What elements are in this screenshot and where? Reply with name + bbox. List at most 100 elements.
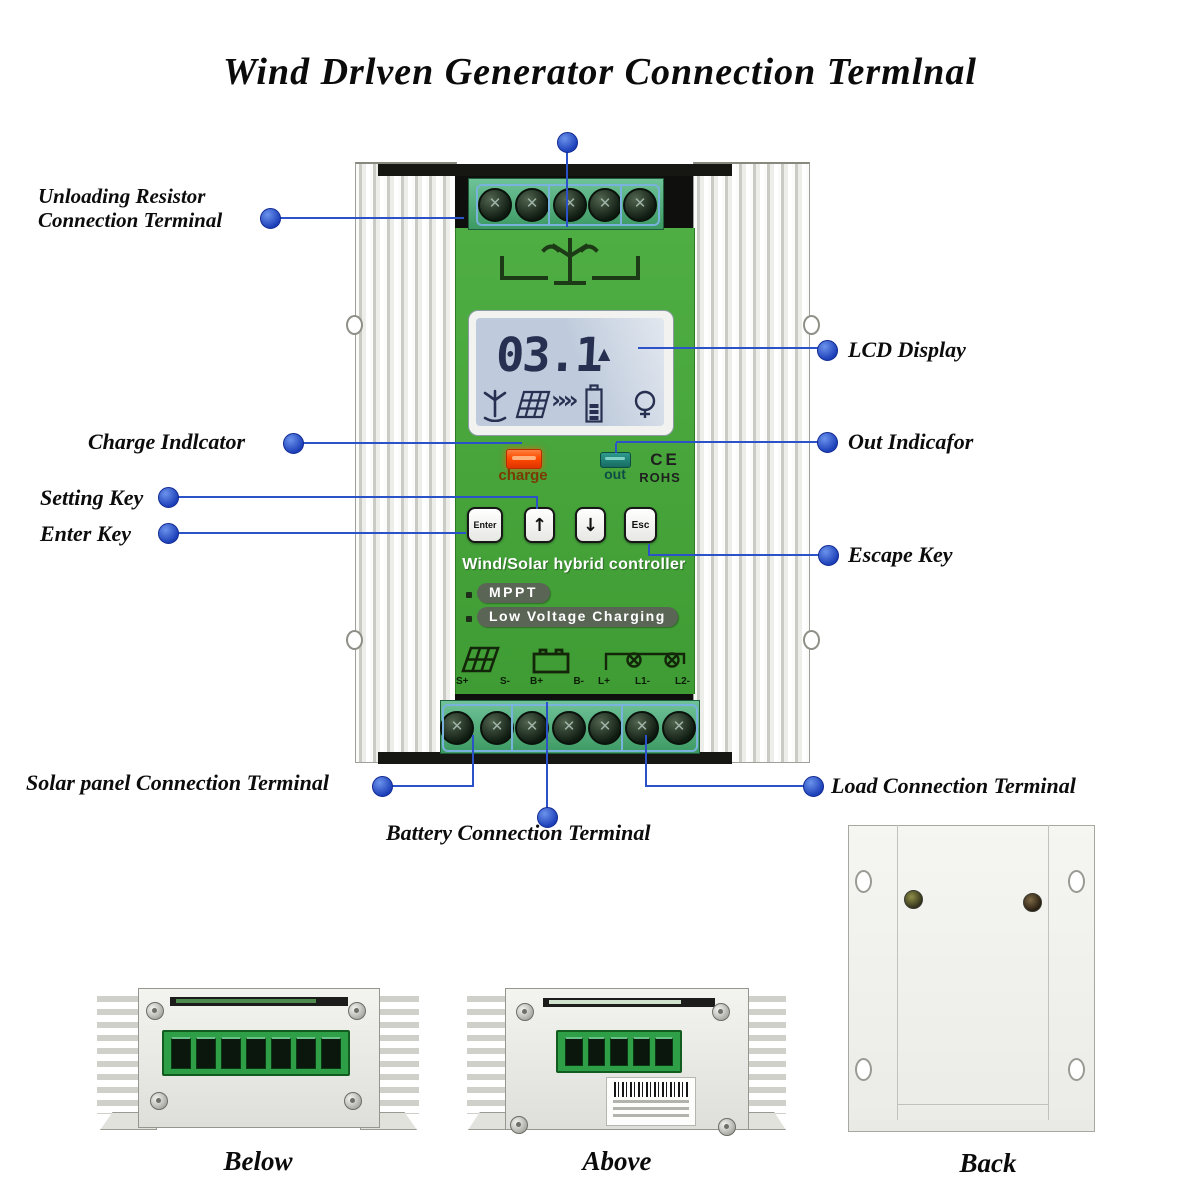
- feature-mppt: MPPT: [477, 583, 550, 603]
- terminal-hole: [246, 1037, 266, 1069]
- wind-turbine-logo-icon: [500, 238, 640, 285]
- solar-io-labels: S+ S-: [456, 676, 510, 687]
- screw-terminal: [553, 188, 587, 222]
- leader-line: [648, 544, 650, 555]
- callout-battery-terminal: Battery Connection Terminal: [386, 820, 651, 845]
- callout-lcd-display: LCD Display: [848, 337, 966, 362]
- case-screw: [718, 1118, 736, 1136]
- terminal-hole: [587, 1037, 606, 1066]
- back-view-plate: [848, 825, 1095, 1122]
- device-top-edge: [378, 164, 732, 176]
- io-label: S+: [456, 676, 469, 687]
- screw-terminal: [515, 188, 549, 222]
- io-label: L+: [598, 676, 610, 687]
- feature-bullet: [466, 616, 472, 622]
- terminal-hole: [171, 1037, 191, 1069]
- load-icon: [604, 652, 686, 670]
- lcd-battery-icon: [585, 384, 603, 423]
- terminal-group-outline: [442, 704, 698, 752]
- leader-line: [616, 441, 819, 443]
- callout-solar-terminal: Solar panel Connection Terminal: [26, 770, 329, 795]
- mount-notch: [346, 315, 363, 335]
- ce-mark: CE: [650, 450, 680, 469]
- leader-line: [638, 347, 819, 349]
- terminal-group-divider: [511, 704, 513, 750]
- barcode-icon: [614, 1082, 688, 1097]
- leader-line: [176, 532, 466, 534]
- terminal-hole: [632, 1037, 651, 1066]
- case-screw: [712, 1003, 730, 1021]
- battery-icon: [532, 648, 570, 674]
- case-screw: [516, 1003, 534, 1021]
- load-io-labels: L+ L1- L2-: [598, 676, 690, 687]
- back-plate-seam: [897, 1104, 1048, 1105]
- lcd-flow-arrows-icon: ››››: [551, 386, 578, 414]
- mount-notch: [803, 315, 820, 335]
- callout-dot-setting: [158, 487, 179, 508]
- up-button: ↑: [524, 507, 555, 543]
- callout-dot-out: [817, 432, 838, 453]
- screw-terminal: [440, 711, 474, 745]
- screw-terminal: [625, 711, 659, 745]
- above-view-terminal-block: [556, 1030, 682, 1073]
- below-view-terminal-block: [162, 1030, 350, 1076]
- back-plate-bottom-band: [848, 1120, 1095, 1132]
- mount-notch: [346, 630, 363, 650]
- leader-line: [615, 443, 617, 453]
- leader-line: [645, 735, 647, 787]
- lcd-solar-icon: [515, 390, 551, 419]
- callout-dot-wind-terminal: [557, 132, 578, 153]
- leader-line: [301, 442, 522, 444]
- leader-line: [566, 151, 568, 227]
- terminal-group-divider: [620, 184, 622, 224]
- above-view-pcb-edge: [549, 1000, 681, 1004]
- back-view-label: Back: [959, 1148, 1017, 1178]
- io-label: L2-: [674, 676, 690, 687]
- case-screw: [150, 1092, 168, 1110]
- below-view-fins-right: [376, 996, 419, 1114]
- charge-led: [506, 449, 542, 469]
- escape-button: Esc: [624, 507, 657, 543]
- back-screw: [1023, 893, 1042, 912]
- product-name: Wind/Solar hybrid controller: [462, 556, 686, 573]
- callout-escape-key: Escape Key: [848, 542, 953, 567]
- screw-terminal: [662, 711, 696, 745]
- case-screw: [146, 1002, 164, 1020]
- solar-panel-icon: [461, 646, 500, 673]
- io-label: B-: [573, 676, 584, 687]
- terminal-group-divider: [548, 184, 550, 224]
- io-label: L1-: [634, 676, 650, 687]
- callout-dot-lcd: [817, 340, 838, 361]
- lcd-cursor-icon: ▲: [598, 344, 611, 363]
- terminal-hole: [655, 1037, 673, 1066]
- io-label: S-: [500, 676, 510, 687]
- callout-setting-key: Setting Key: [40, 485, 144, 510]
- mount-notch: [803, 630, 820, 650]
- leader-line: [648, 554, 820, 556]
- callout-enter-key: Enter Key: [40, 521, 132, 546]
- terminal-group-divider: [621, 704, 623, 750]
- lcd-reading: 03.1: [494, 328, 603, 383]
- leader-line: [390, 785, 474, 787]
- callout-load-terminal: Load Connection Terminal: [831, 773, 1076, 798]
- io-label: B+: [530, 676, 544, 687]
- leader-line: [546, 702, 548, 809]
- callout-charge-indicator: Charge Indlcator: [88, 429, 246, 454]
- battery-io-labels: B+ B-: [530, 676, 584, 687]
- back-plate-seam: [897, 825, 898, 1120]
- screw-terminal: [478, 188, 512, 222]
- screw-terminal: [588, 711, 622, 745]
- sticker-fine-print: [613, 1100, 689, 1120]
- back-plate-seam: [1048, 825, 1049, 1120]
- terminal-hole: [196, 1037, 216, 1069]
- down-button: ↓: [575, 507, 606, 543]
- leader-line: [176, 496, 538, 498]
- enter-button: Enter: [467, 507, 503, 543]
- below-view-label: Below: [223, 1146, 293, 1176]
- terminal-hole: [221, 1037, 241, 1069]
- mounting-hole: [1068, 870, 1085, 893]
- terminal-hole: [321, 1037, 341, 1069]
- leader-line: [536, 498, 538, 509]
- lcd-bulb-icon: [634, 390, 656, 418]
